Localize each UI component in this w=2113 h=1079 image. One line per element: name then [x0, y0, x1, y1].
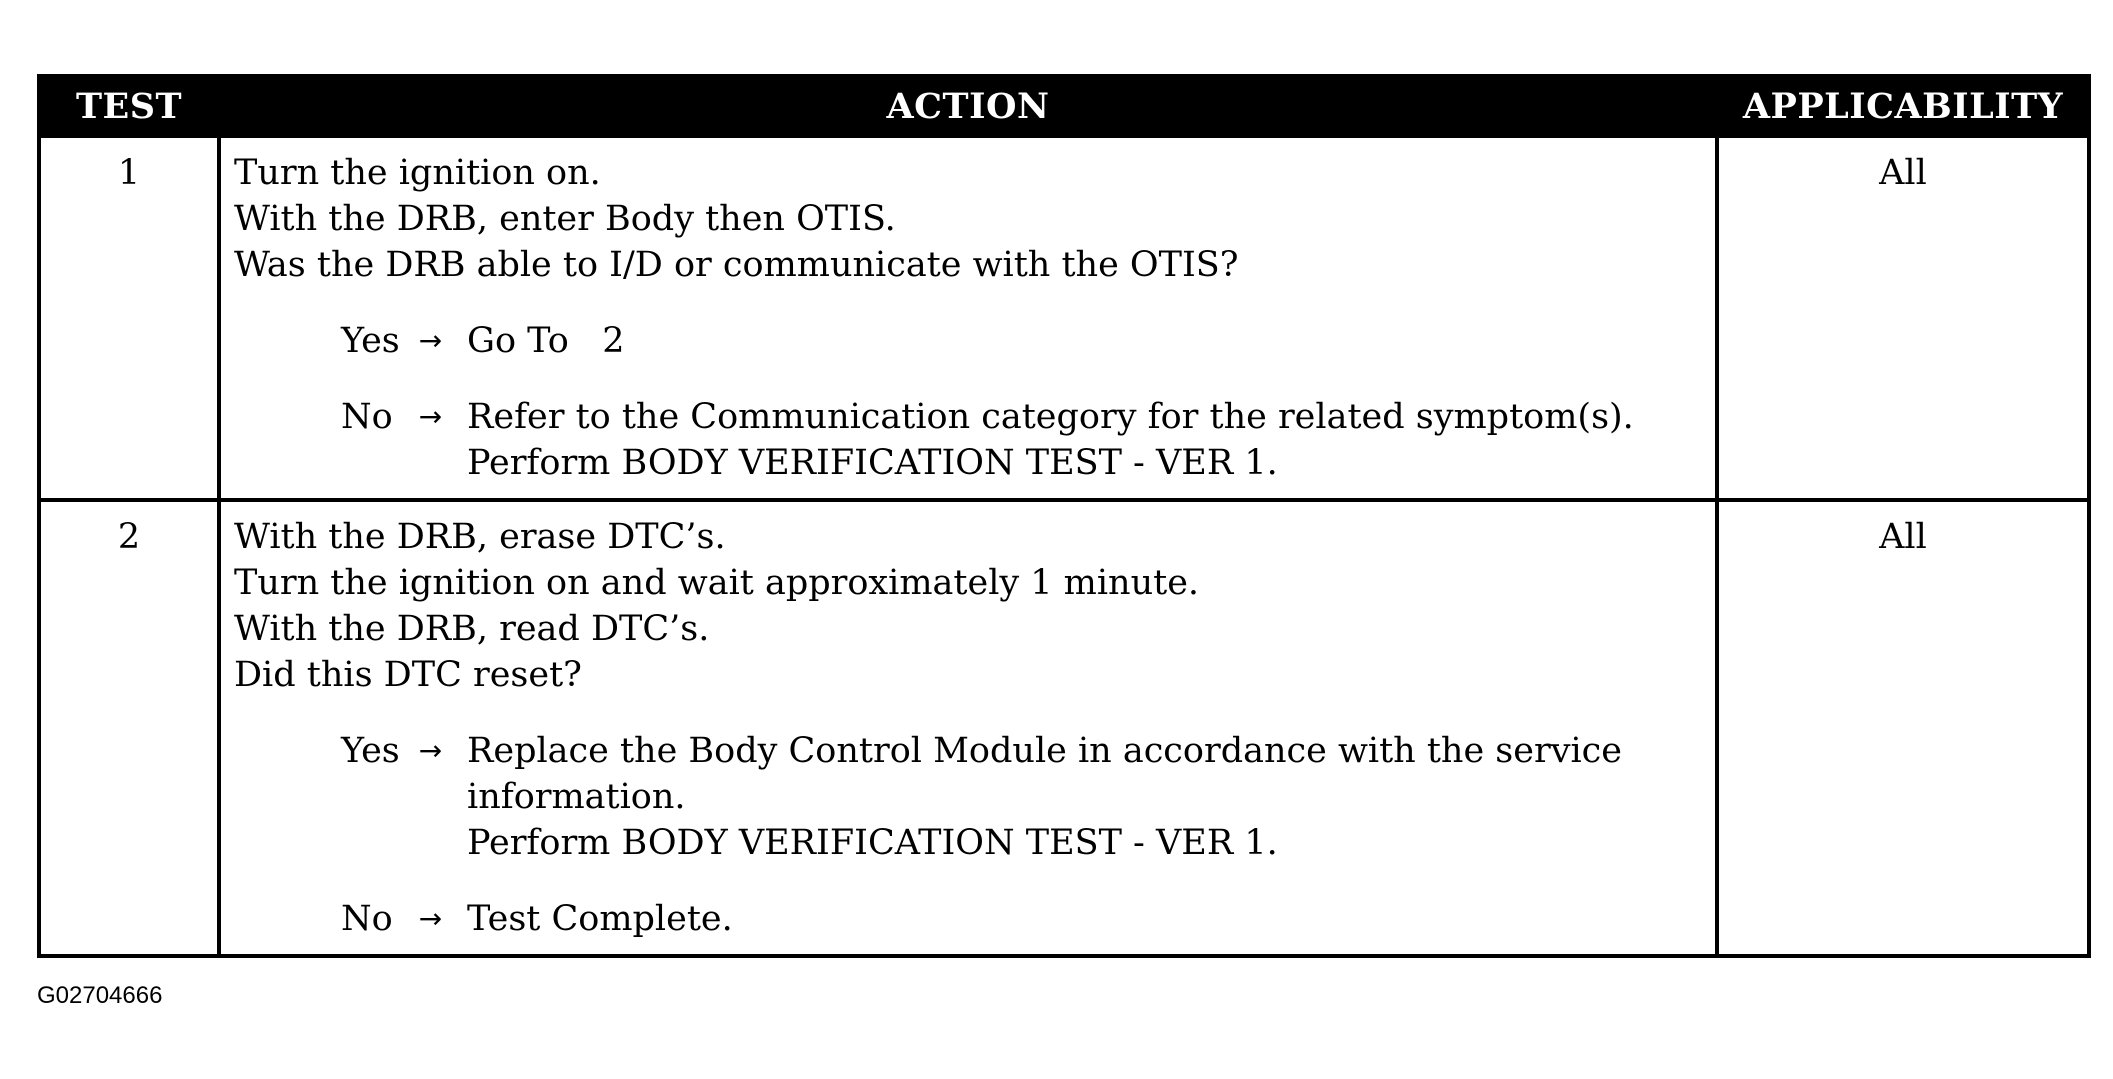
test-number: 1	[37, 134, 221, 502]
outcome-yes: Yes → Replace the Body Control Module in…	[234, 728, 1705, 866]
right-arrow-icon: →	[418, 734, 443, 767]
outcome-text: Go To 2	[467, 318, 1705, 364]
test-number: 2	[37, 498, 221, 958]
applicability-value: All	[1715, 498, 2091, 958]
action-cell: Turn the ignition on. With the DRB, ente…	[217, 134, 1719, 502]
diagnostic-test-sheet: TEST ACTION APPLICABILITY 1 Turn the ign…	[37, 74, 2091, 958]
right-arrow-icon: →	[418, 902, 443, 935]
applicability-value: All	[1715, 134, 2091, 502]
outcome-line: Perform BODY VERIFICATION TEST - VER 1.	[467, 443, 1278, 483]
outcome-line: Perform BODY VERIFICATION TEST - VER 1.	[467, 823, 1278, 863]
outcome-answer: Yes	[341, 731, 400, 771]
table-row: 2 With the DRB, erase DTC’s. Turn the ig…	[37, 498, 2091, 958]
outcome-line: information.	[467, 777, 686, 817]
outcome-yes: Yes → Go To 2	[234, 318, 1705, 364]
outcome-text: Test Complete.	[467, 896, 1705, 942]
outcome-text: Refer to the Communication category for …	[467, 394, 1705, 486]
outcome-no: No → Test Complete.	[234, 896, 1705, 942]
table-row: 1 Turn the ignition on. With the DRB, en…	[37, 134, 2091, 502]
figure-id: G02704666	[37, 982, 163, 1009]
right-arrow-icon: →	[418, 400, 443, 433]
diagnostic-test-table: TEST ACTION APPLICABILITY 1 Turn the ign…	[37, 74, 2091, 958]
outcome-answer: No	[341, 397, 393, 437]
outcome-line: Test Complete.	[467, 899, 733, 939]
header-action: ACTION	[217, 74, 1719, 138]
action-cell: With the DRB, erase DTC’s. Turn the igni…	[217, 498, 1719, 958]
step-text: With the DRB, read DTC’s.	[234, 609, 710, 649]
step-text: Turn the ignition on.	[234, 153, 601, 193]
outcome-answer: Yes	[341, 321, 400, 361]
right-arrow-icon: →	[418, 324, 443, 357]
outcome-no: No → Refer to the Communication category…	[234, 394, 1705, 486]
header-applicability: APPLICABILITY	[1715, 74, 2091, 138]
outcome-answer: No	[341, 899, 393, 939]
step-text: Turn the ignition on and wait approximat…	[234, 563, 1200, 603]
step-text: With the DRB, enter Body then OTIS.	[234, 199, 896, 239]
outcome-line: Replace the Body Control Module in accor…	[467, 731, 1622, 771]
step-text: Did this DTC reset?	[234, 655, 582, 695]
step-text: Was the DRB able to I/D or communicate w…	[234, 245, 1239, 285]
header-row: TEST ACTION APPLICABILITY	[37, 74, 2091, 138]
outcome-line: Refer to the Communication category for …	[467, 397, 1634, 437]
header-test: TEST	[37, 74, 221, 138]
step-text: With the DRB, erase DTC’s.	[234, 517, 726, 557]
outcome-line: Go To 2	[467, 321, 625, 361]
outcome-text: Replace the Body Control Module in accor…	[467, 728, 1705, 866]
